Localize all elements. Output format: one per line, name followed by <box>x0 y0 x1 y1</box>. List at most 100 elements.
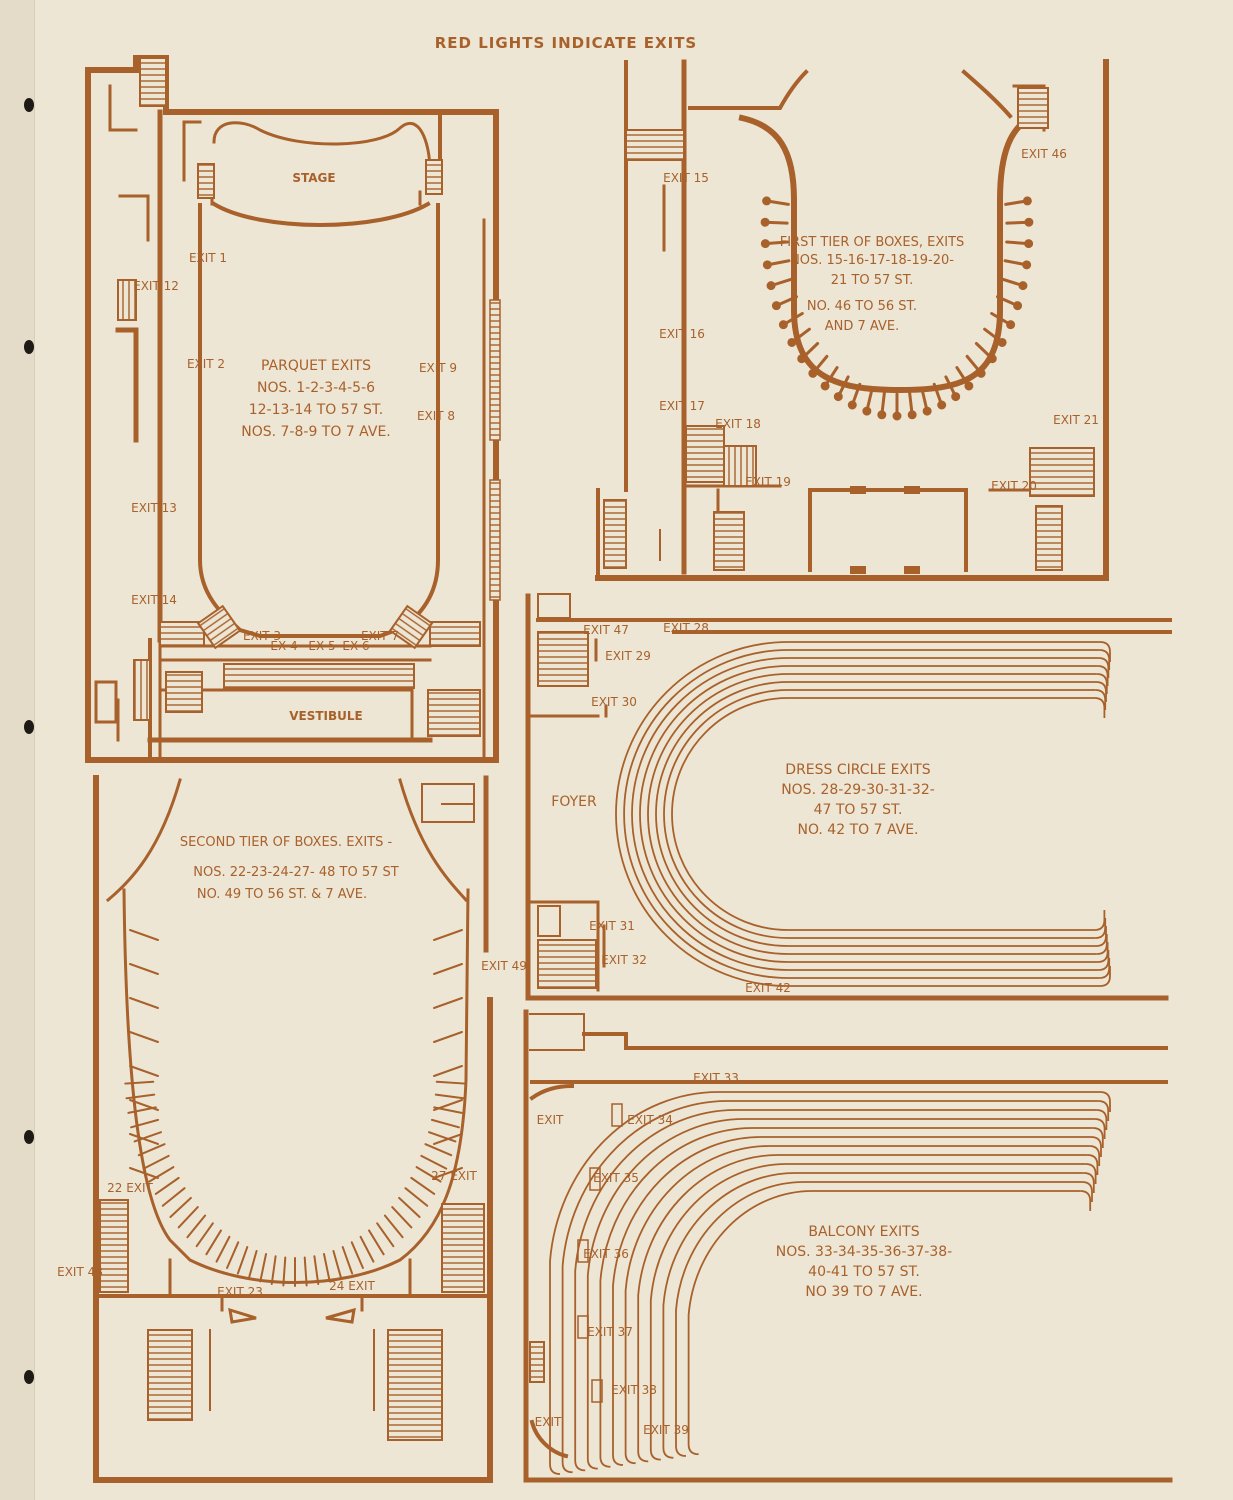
seating-row-end <box>1099 649 1111 670</box>
first-tier-heading: FIRST TIER OF BOXES, EXITS <box>780 235 965 250</box>
box-marker <box>760 239 770 249</box>
seating-row-end <box>1098 950 1110 971</box>
seating-row-end <box>1096 673 1108 694</box>
box-partition <box>137 1143 166 1157</box>
exit-label: EXIT 35 <box>593 1171 639 1185</box>
box-partition <box>433 1065 463 1077</box>
seating-row-end <box>1087 1154 1099 1175</box>
exit-label: EXIT 12 <box>133 279 179 293</box>
second-tier-line-1: SECOND TIER OF BOXES. EXITS - <box>180 835 393 850</box>
box-partition <box>398 1196 421 1218</box>
dress-circle-stairs <box>537 593 597 989</box>
exit-label: EXIT 31 <box>589 919 635 933</box>
box-partition <box>125 1093 156 1100</box>
seating-row <box>639 665 1098 963</box>
box-partition <box>186 1214 207 1239</box>
box-partition <box>433 1031 463 1043</box>
box-partition <box>383 1214 404 1239</box>
balcony-rows <box>549 1091 1111 1475</box>
seating-row-end <box>1096 1109 1108 1130</box>
exit-label: EXIT 37 <box>587 1325 633 1339</box>
second-tier-line-3: NO. 49 TO 56 ST. & 7 AVE. <box>197 887 367 902</box>
exit-label: EX 4 <box>270 639 297 653</box>
balcony-line-2: 40-41 TO 57 ST. <box>808 1264 920 1280</box>
box-marker <box>892 411 902 421</box>
balcony-labels: BALCONY EXITS NOS. 33-34-35-36-37-38- 40… <box>535 1071 953 1437</box>
balcony-line-3: NO 39 TO 7 AVE. <box>805 1284 922 1300</box>
seating-row-end <box>1099 641 1111 662</box>
seating-row-end <box>1095 689 1107 710</box>
seating-row-end <box>1080 1190 1092 1211</box>
seating-row-end <box>1098 657 1110 678</box>
seating-row <box>586 1118 1095 1470</box>
box-marker <box>787 337 797 347</box>
exit-label: EXIT 49 <box>481 959 527 973</box>
seating-row <box>549 1091 1100 1475</box>
box-partition <box>415 1166 442 1183</box>
box-partition <box>129 1099 159 1111</box>
exit-label: EXIT 23 <box>217 1285 263 1299</box>
box-marker <box>1024 239 1034 249</box>
box-marker <box>877 410 887 420</box>
seating-row <box>615 641 1100 987</box>
parquet-heading: PARQUET EXITS <box>261 358 371 374</box>
first-tier-labels: FIRST TIER OF BOXES, EXITS NOS. 15-16-17… <box>659 147 1099 493</box>
box-partition <box>177 1206 199 1229</box>
box-marker <box>976 368 986 378</box>
exit-label: EXIT 9 <box>419 361 457 375</box>
box-marker <box>1022 260 1032 270</box>
seating-row <box>561 1100 1099 1474</box>
box-marker <box>760 217 770 227</box>
exit-label: EXIT 8 <box>417 409 455 423</box>
box-partition <box>169 1196 192 1218</box>
seating-row <box>574 1109 1097 1472</box>
exit-label: EXIT 17 <box>659 399 705 413</box>
balcony-box <box>591 1379 603 1403</box>
dress-circle-line-2: 47 TO 57 ST. <box>814 802 903 818</box>
box-partition <box>259 1253 268 1283</box>
binding-hole <box>24 1130 34 1144</box>
box-marker <box>922 406 932 416</box>
box-partition <box>226 1241 240 1269</box>
box-partition <box>433 929 463 941</box>
box-partition <box>433 1099 463 1111</box>
exit-label: EXIT 47 <box>583 623 629 637</box>
box-partition <box>433 997 463 1009</box>
box-partition <box>341 1246 354 1275</box>
box-marker <box>766 281 776 291</box>
box-partition <box>404 1187 429 1207</box>
first-tier-line-2: 21 TO 57 ST. <box>831 273 913 288</box>
parquet-line-2: 12-13-14 TO 57 ST. <box>249 402 384 418</box>
exit-label: EXIT 42 <box>745 981 791 995</box>
seating-row <box>623 649 1100 979</box>
box-marker <box>1013 301 1023 311</box>
seating-row <box>662 1172 1084 1459</box>
box-marker <box>937 400 947 410</box>
seating-row-end <box>1096 934 1108 955</box>
box-marker <box>771 301 781 311</box>
dress-circle-heading: DRESS CIRCLE EXITS <box>785 762 931 778</box>
box-partition <box>433 1167 463 1179</box>
exit-label: EXIT 18 <box>715 417 761 431</box>
seating-row-end <box>1095 926 1107 947</box>
dress-circle-labels: FOYER DRESS CIRCLE EXITS NOS. 28-29-30-3… <box>551 621 935 995</box>
first-tier-stairs <box>603 87 1095 574</box>
seating-row-end <box>1094 910 1106 931</box>
seating-row <box>612 1136 1091 1466</box>
exit-label: EXIT <box>535 1415 562 1429</box>
exit-label: EXIT 46 <box>1021 147 1067 161</box>
seating-row <box>637 1154 1088 1463</box>
seating-row-end <box>1098 1100 1110 1121</box>
exit-label: EXIT 1 <box>189 251 227 265</box>
first-tier-line-4: AND 7 AVE. <box>825 319 899 334</box>
seating-row-end <box>1099 1091 1111 1112</box>
box-partition <box>424 1143 453 1157</box>
exit-label: EXIT 38 <box>611 1383 657 1397</box>
dress-circle-rows <box>615 641 1111 987</box>
seating-row-end <box>1094 1118 1106 1139</box>
box-partition <box>236 1246 249 1275</box>
balcony-box <box>611 1103 623 1127</box>
box-partition <box>129 929 159 941</box>
box-marker <box>762 196 772 206</box>
